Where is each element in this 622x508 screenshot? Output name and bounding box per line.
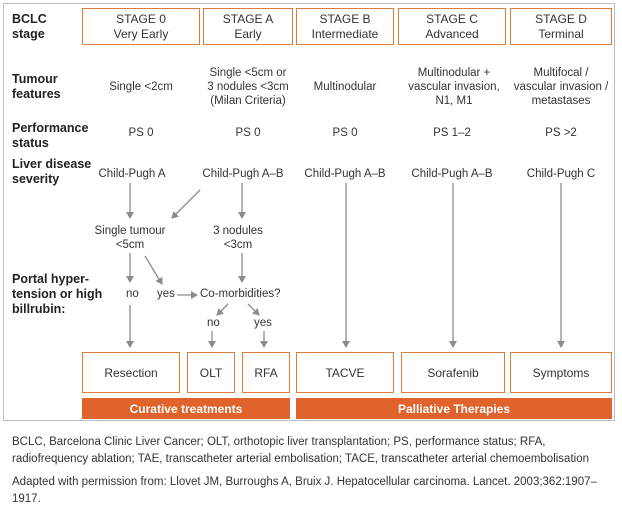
footnote-abbreviations: BCLC, Barcelona Clinic Liver Cancer; OLT… [12, 436, 589, 465]
arrow-childpugh-ab-to-single [171, 189, 201, 219]
row-label-liver-line2: severity [12, 172, 60, 186]
stage-a-header: STAGE A Early [203, 8, 293, 45]
stage-a-liver: Child-Pugh A–B [202, 168, 284, 180]
row-label-portal-line2: tension or high [12, 287, 103, 301]
row-label-liver-line1: Liver disease [12, 157, 92, 171]
decision-single-tumour: Single tumour <5cm [82, 224, 178, 252]
row-label-stage-line1: BCLC [12, 12, 47, 26]
row-label-tumour: Tumour features [12, 72, 61, 102]
stage-b-tumour: Multinodular [296, 80, 394, 94]
stage-b-subtitle: Intermediate [311, 26, 379, 41]
stage-d-title: STAGE D [535, 11, 587, 26]
treatment-olt: OLT [187, 352, 235, 393]
stage-b-ps: PS 0 [332, 127, 358, 139]
row-label-portal-line1: Portal hyper- [12, 272, 90, 286]
stage-c-tumour-line3: N1, M1 [435, 95, 473, 107]
row-label-performance-line2: status [12, 136, 49, 150]
stage-d-tumour-line1: Multifocal / [533, 67, 589, 79]
band-curative: Curative treatments [82, 398, 290, 419]
stage-c-title: STAGE C [426, 11, 478, 26]
stage-a-tumour: Single <5cm or 3 nodules <3cm (Milan Cri… [196, 66, 300, 108]
stage-0-liver: Child-Pugh A [98, 168, 166, 180]
stage-d-liver: Child-Pugh C [526, 168, 596, 180]
stage-a-title: STAGE A [222, 11, 274, 26]
stage-0-header: STAGE 0 Very Early [82, 8, 200, 45]
stage-0-tumour-line1: Single <2cm [109, 81, 173, 93]
stage-c-tumour: Multinodular + vascular invasion, N1, M1 [398, 66, 510, 108]
branch-no-2: no [207, 317, 220, 329]
stage-c-subtitle: Advanced [425, 26, 479, 41]
row-label-portal-line3: billrubin: [12, 302, 66, 316]
stage-a-tumour-line2: 3 nodules <3cm [207, 81, 289, 93]
branch-yes-2: yes [254, 317, 272, 329]
branch-yes-1: yes [157, 288, 175, 300]
stage-c-ps: PS 1–2 [433, 127, 471, 139]
stage-0-subtitle: Very Early [113, 26, 169, 41]
stage-0-ps: PS 0 [128, 127, 154, 139]
diagram-frame [3, 3, 615, 421]
treatment-sorafenib: Sorafenib [401, 352, 505, 393]
decision-single-tumour-line2: <5cm [115, 239, 145, 251]
band-palliative: Palliative Therapies [296, 398, 612, 419]
stage-b-tumour-line1: Multinodular [313, 81, 377, 93]
stage-c-tumour-line2: vascular invasion, [408, 81, 500, 93]
decision-three-nodules-line1: 3 nodules [213, 225, 263, 237]
row-label-performance: Performance status [12, 121, 88, 151]
stage-b-liver: Child-Pugh A–B [304, 168, 386, 180]
decision-single-tumour-line1: Single tumour [94, 225, 166, 237]
stage-b-title: STAGE B [319, 11, 371, 26]
stage-c-tumour-line1: Multinodular + [417, 67, 491, 79]
decision-comorbidities: Co-morbidities? [200, 288, 281, 300]
stage-a-subtitle: Early [234, 26, 262, 41]
footnote-source: Adapted with permission from: Llovet JM,… [12, 476, 597, 505]
branch-no-1: no [126, 288, 139, 300]
arrow-comorb-to-no [216, 303, 229, 316]
row-label-liver: Liver disease severity [12, 157, 91, 187]
stage-b-header: STAGE B Intermediate [296, 8, 394, 45]
stage-d-header: STAGE D Terminal [510, 8, 612, 45]
row-label-performance-line1: Performance [12, 121, 89, 135]
stage-d-subtitle: Terminal [538, 26, 584, 41]
decision-three-nodules: 3 nodules <3cm [200, 224, 276, 252]
decision-three-nodules-line2: <3cm [223, 239, 253, 251]
treatment-symptoms: Symptoms [510, 352, 612, 393]
stage-d-tumour-line2: vascular invasion / [513, 81, 609, 93]
stage-0-tumour: Single <2cm [82, 80, 200, 94]
stage-a-tumour-line1: Single <5cm or [209, 67, 287, 79]
stage-0-title: STAGE 0 [116, 11, 166, 26]
row-label-tumour-line1: Tumour [12, 72, 58, 86]
treatment-rfa: RFA [242, 352, 290, 393]
treatment-resection: Resection [82, 352, 180, 393]
stage-a-ps: PS 0 [235, 127, 261, 139]
arrow-single-to-yes [144, 255, 163, 285]
stage-d-tumour: Multifocal / vascular invasion / metasta… [510, 66, 612, 108]
row-label-portal: Portal hyper- tension or high billrubin: [12, 272, 102, 317]
arrow-comorb-to-yes [247, 303, 260, 316]
stage-d-tumour-line3: metastases [531, 95, 591, 107]
row-label-stage-line2: stage [12, 27, 45, 41]
stage-d-ps: PS >2 [545, 127, 577, 139]
stage-c-liver: Child-Pugh A–B [411, 168, 493, 180]
row-label-stage: BCLC stage [12, 12, 47, 42]
treatment-tacve: TACVE [296, 352, 394, 393]
row-label-tumour-line2: features [12, 87, 61, 101]
stage-c-header: STAGE C Advanced [398, 8, 506, 45]
stage-a-tumour-line3: (Milan Criteria) [210, 95, 286, 107]
